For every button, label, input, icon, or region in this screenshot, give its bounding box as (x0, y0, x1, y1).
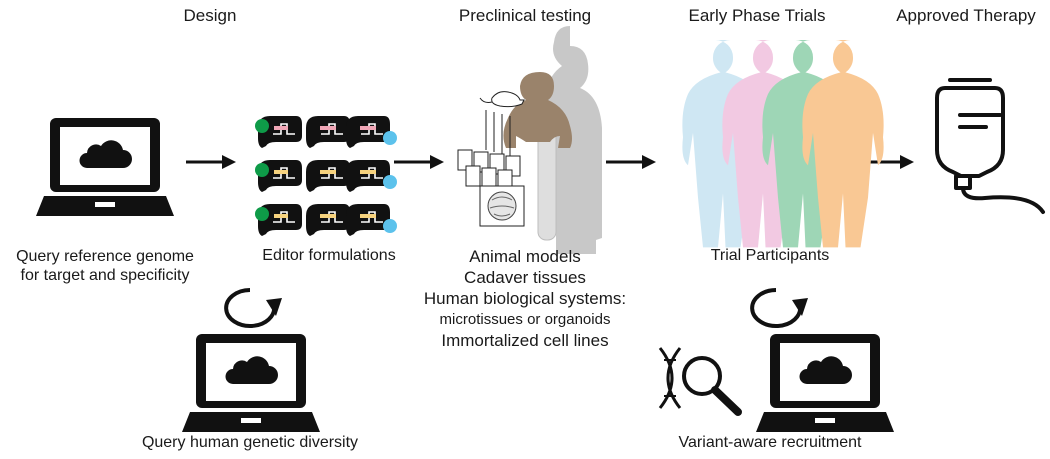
stage-title-approved: Approved Therapy (896, 6, 1036, 25)
iv-bag-icon (935, 78, 1045, 214)
trial-participants-illustration (682, 40, 884, 248)
model-cadaver: Cadaver tissues (464, 268, 586, 287)
model-animal: Animal models (469, 247, 581, 266)
query-reference-label: Query reference genome for target and sp… (0, 247, 210, 285)
stage-title-early-phase: Early Phase Trials (688, 6, 826, 25)
laptop-cloud-icon-diversity (182, 334, 320, 432)
dna-magnifier-icon (658, 347, 742, 416)
culture-tubes (457, 110, 521, 191)
editor-formulations-grid (255, 115, 397, 237)
laptop-cloud-icon-recruitment (756, 334, 894, 432)
stage-title-preclinical: Preclinical testing (458, 6, 592, 25)
stage-title-design: Design (183, 6, 237, 25)
query-diversity-label: Query human genetic diversity (141, 434, 359, 451)
variant-recruitment-label: Variant-aware recruitment (678, 434, 862, 451)
editor-formulations-label: Editor formulations (262, 247, 396, 264)
primate-silhouette (503, 72, 572, 148)
mouse-icon (491, 91, 525, 108)
cycle-arrow-icon (224, 288, 284, 328)
human-silhouette (544, 26, 602, 254)
model-cell-lines: Immortalized cell lines (441, 331, 609, 350)
preclinical-illustration (457, 26, 602, 254)
laptop-cloud-icon (36, 118, 174, 216)
preclinical-models-list: Animal models Cadaver tissues Human biol… (420, 246, 630, 351)
trial-participants-label: Trial Participants (710, 247, 830, 264)
query-reference-line1: Query reference genome (16, 248, 194, 265)
cycle-arrow-icon-recruitment (750, 288, 810, 328)
model-organoids: microtissues or organoids (439, 311, 611, 328)
model-human-systems: Human biological systems: (423, 289, 627, 308)
query-reference-line2: for target and specificity (20, 267, 190, 284)
